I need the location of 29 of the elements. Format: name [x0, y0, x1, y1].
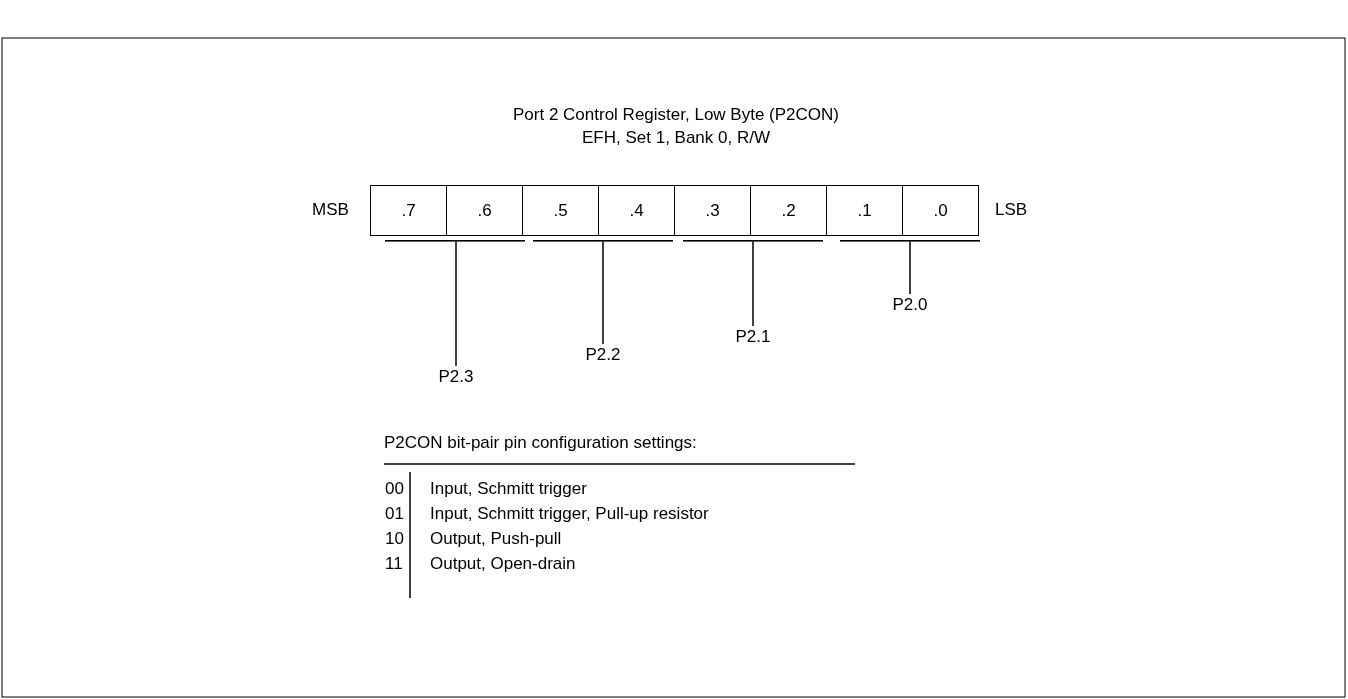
- bit-value: 01: [385, 504, 404, 524]
- bit-cell: .7: [370, 185, 447, 236]
- pin-label: P2.0: [892, 295, 928, 315]
- pin-label: P2.2: [585, 345, 621, 365]
- setting-description: Input, Schmitt trigger, Pull-up resistor: [430, 504, 709, 524]
- bit-cell: .6: [446, 185, 523, 236]
- leader-line: [602, 240, 604, 345]
- pin-label: P2.3: [438, 367, 474, 387]
- bit-cell: .0: [902, 185, 979, 236]
- diagram-title: Port 2 Control Register, Low Byte (P2CON): [513, 105, 839, 125]
- pin-label: P2.1: [735, 327, 771, 347]
- leader-line: [455, 240, 457, 367]
- setting-description: Output, Push-pull: [430, 529, 562, 549]
- bit-order-label: MSB: [312, 200, 349, 220]
- setting-description: Output, Open-drain: [430, 554, 576, 574]
- setting-description: Input, Schmitt trigger: [430, 479, 587, 499]
- bit-cell: .4: [598, 185, 675, 236]
- bit-cell: .3: [674, 185, 751, 236]
- bit-value: 00: [385, 479, 404, 499]
- bit-order-label: LSB: [995, 200, 1028, 220]
- bit-value: 10: [385, 529, 404, 549]
- table-heading: P2CON bit-pair pin configuration settings:: [384, 433, 697, 453]
- leader-line: [752, 240, 754, 327]
- bit-cell: .2: [750, 185, 827, 236]
- register-address: EFH, Set 1, Bank 0, R/W: [582, 128, 770, 148]
- leader-line: [909, 240, 911, 295]
- bit-value: 11: [385, 554, 403, 574]
- bit-cell: .5: [522, 185, 599, 236]
- bit-cell: .1: [826, 185, 903, 236]
